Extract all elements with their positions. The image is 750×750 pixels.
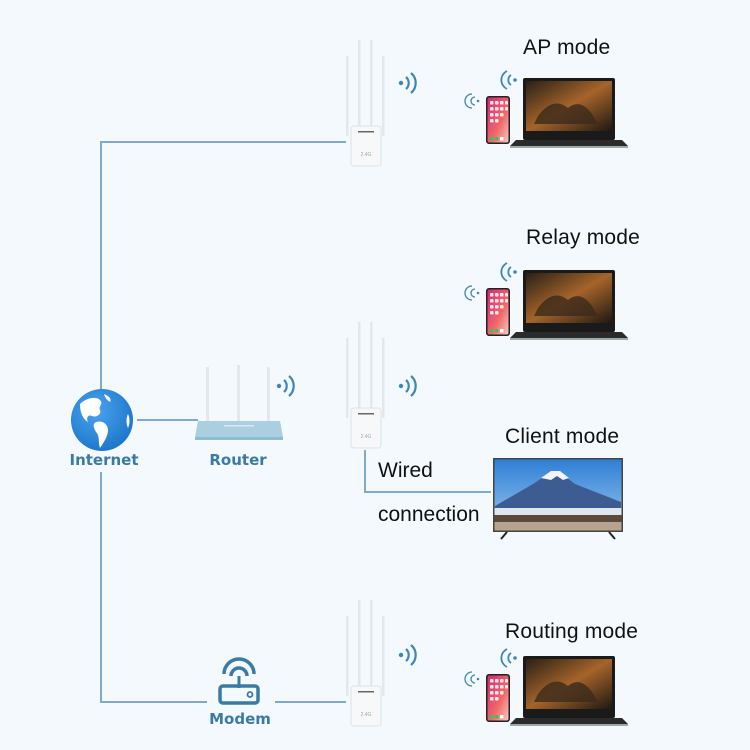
svg-text:2.4G: 2.4G — [361, 712, 372, 718]
modem-label: Modem — [209, 710, 271, 728]
internet-node — [70, 388, 134, 452]
repeater-ap-wifi-icon — [398, 70, 418, 96]
repeater-routing: 2.4G — [340, 598, 390, 728]
line-internet-to-ap — [100, 141, 102, 390]
modem-node — [215, 657, 263, 708]
line-ap-horizontal — [100, 141, 346, 143]
phone-laptop-icon — [464, 70, 628, 148]
laptop-wifi-icon — [500, 648, 517, 668]
phone-wifi-icon — [464, 285, 480, 301]
repeater-ap: 2.4G — [340, 38, 390, 168]
repeater-icon: 2.4G — [346, 40, 385, 167]
mode-title-relay: Relay mode — [526, 226, 641, 249]
line-modem-right — [275, 701, 346, 703]
line-internet-to-modem — [100, 472, 102, 703]
repeater-client: 2.4G — [340, 320, 390, 450]
repeater-client-wifi-icon — [398, 373, 418, 399]
svg-text:2.4G: 2.4G — [361, 434, 372, 440]
ap-devices — [464, 66, 636, 148]
line-internet-to-router — [137, 419, 198, 421]
router-label: Router — [209, 451, 267, 469]
router-icon — [195, 365, 283, 440]
repeater-routing-wifi-icon — [398, 642, 418, 668]
laptop-wifi-icon — [500, 262, 517, 282]
phone-wifi-icon — [464, 93, 480, 109]
internet-label: Internet — [69, 451, 139, 469]
mode-title-routing: Routing mode — [505, 620, 639, 643]
repeater-icon: 2.4G — [346, 600, 385, 727]
globe-icon — [71, 389, 133, 451]
tv-device — [493, 458, 623, 540]
mode-title-client: Client mode — [505, 425, 620, 448]
line-modem-left — [100, 701, 207, 703]
phone-laptop-icon — [464, 648, 628, 726]
mode-title-ap: AP mode — [523, 36, 611, 59]
phone-wifi-icon — [464, 671, 480, 687]
tv-icon — [493, 458, 623, 540]
line-wired-vertical — [364, 450, 366, 493]
routing-devices — [464, 644, 636, 726]
line-wired-horizontal — [364, 491, 491, 493]
relay-devices — [464, 258, 636, 340]
modem-icon — [218, 657, 260, 705]
laptop-wifi-icon — [500, 70, 517, 90]
router-wifi-icon — [276, 373, 296, 399]
wired-label: Wired — [378, 459, 433, 482]
svg-text:2.4G: 2.4G — [361, 152, 372, 158]
router-node — [194, 363, 284, 445]
connection-label: connection — [378, 503, 480, 526]
repeater-icon: 2.4G — [346, 322, 385, 449]
phone-laptop-icon — [464, 262, 628, 340]
